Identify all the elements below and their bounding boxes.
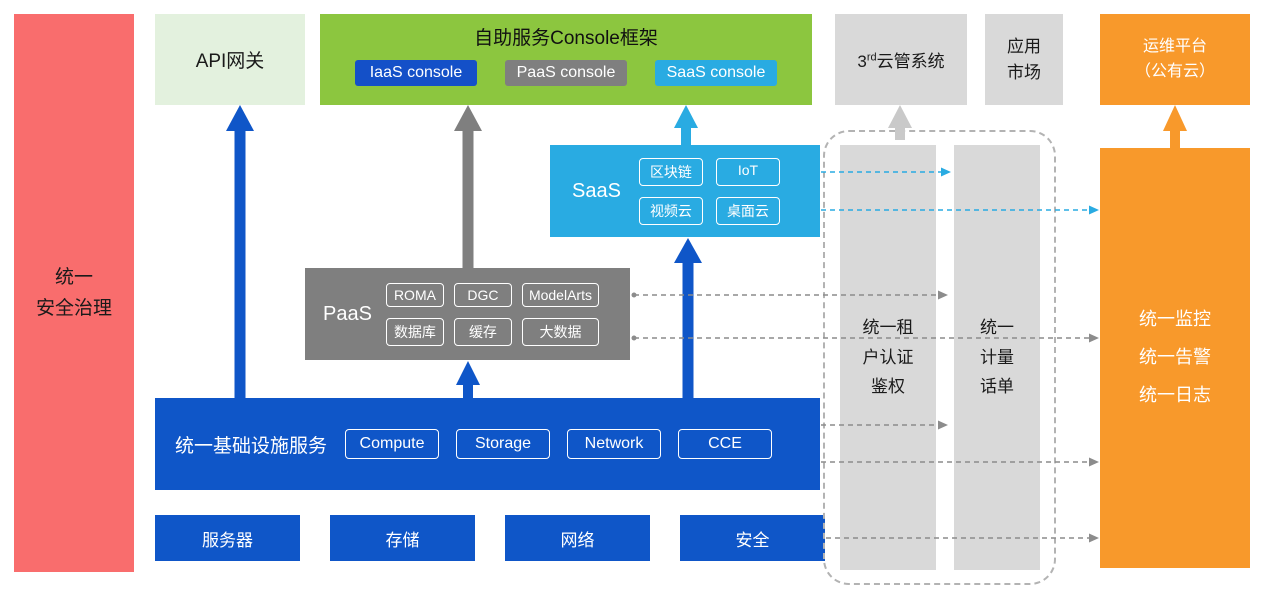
paas-console-button: PaaS console: [505, 60, 627, 86]
paas-service-bigdata: 大数据: [521, 317, 599, 346]
iaas-console-button: IaaS console: [355, 60, 477, 86]
third-party-cloud-label: 3rd云管系统: [857, 47, 944, 72]
ops-platform-box: 运维平台 （公有云）: [1100, 14, 1250, 105]
paas-service-database: 数据库: [385, 317, 444, 346]
shared-services-dashed-frame: [823, 130, 1056, 585]
saas-service-iot: IoT: [715, 157, 780, 186]
hardware-security-box: 安全: [680, 515, 825, 561]
infrastructure-label: 统一基础设施服务: [175, 435, 328, 457]
paas-service-modelarts: ModelArts: [521, 282, 599, 307]
paas-layer-box: PaaS ROMA DGC ModelArts 数据库 缓存 大数据: [305, 268, 630, 360]
security-governance-bar: 统一 安全治理: [14, 14, 134, 572]
saas-layer-box: SaaS 区块链 IoT 视频云 桌面云: [550, 145, 820, 237]
paas-service-dgc: DGC: [453, 282, 512, 307]
hardware-storage-label: 存储: [385, 530, 420, 550]
saas-layer-label: SaaS: [572, 179, 621, 202]
arrow-monitor-to-ops-platform: [1163, 105, 1187, 148]
third-party-superscript: rd: [866, 51, 877, 64]
paas-services-grid: ROMA DGC ModelArts 数据库 缓存 大数据: [385, 282, 599, 346]
hardware-network-label: 网络: [560, 530, 595, 550]
arrow-iaas-to-paas: [456, 361, 480, 398]
infra-service-cce: CCE: [678, 429, 773, 459]
monitoring-alarm-log-label: 统一监控 统一告警 统一日志: [1139, 309, 1211, 405]
monitoring-alarm-log-bar: 统一监控 统一告警 统一日志: [1100, 148, 1250, 568]
arrow-iaas-to-saas: [674, 238, 702, 398]
metering-billing-label: 统一 计量 话单: [980, 317, 1014, 397]
api-gateway-label: API网关: [195, 51, 265, 72]
saas-service-blockchain: 区块链: [638, 157, 703, 186]
paas-layer-label: PaaS: [323, 302, 372, 325]
infrastructure-services-row: Compute Storage Network CCE: [345, 429, 773, 459]
saas-services-grid: 区块链 IoT 视频云 桌面云: [638, 157, 780, 225]
third-party-prefix: 3: [857, 52, 867, 71]
tenant-auth-bar: 统一租 户认证 鉴权: [840, 145, 936, 570]
arrow-paas-to-console: [454, 105, 482, 268]
tenant-auth-label: 统一租 户认证 鉴权: [862, 317, 914, 397]
api-gateway-box: API网关: [155, 14, 305, 105]
app-market-label: 应用 市场: [1007, 37, 1041, 82]
third-party-rest: 云管系统: [876, 52, 945, 71]
app-market-box: 应用 市场: [985, 14, 1063, 105]
hardware-storage-box: 存储: [330, 515, 475, 561]
saas-service-video-cloud: 视频云: [638, 196, 703, 225]
arrow-saas-to-console: [674, 105, 698, 145]
security-governance-label: 统一 安全治理: [35, 266, 112, 319]
infrastructure-layer-box: 统一基础设施服务 Compute Storage Network CCE: [155, 398, 820, 490]
console-buttons-row: IaaS console PaaS console SaaS console: [355, 60, 777, 86]
console-framework-title: 自助服务Console框架: [474, 28, 658, 49]
metering-billing-bar: 统一 计量 话单: [954, 145, 1040, 570]
third-party-cloud-management-box: 3rd云管系统: [835, 14, 967, 105]
saas-service-desktop-cloud: 桌面云: [715, 196, 780, 225]
infra-service-network: Network: [567, 429, 662, 459]
hardware-network-box: 网络: [505, 515, 650, 561]
saas-console-button: SaaS console: [655, 60, 777, 86]
arrow-iaas-to-api-gateway: [226, 105, 254, 398]
console-framework-box: 自助服务Console框架 IaaS console PaaS console …: [320, 14, 812, 105]
hardware-server-box: 服务器: [155, 515, 300, 561]
ops-platform-label: 运维平台 （公有云）: [1134, 37, 1215, 80]
hardware-security-label: 安全: [735, 530, 770, 550]
infra-service-storage: Storage: [456, 429, 551, 459]
hardware-server-label: 服务器: [202, 530, 253, 550]
paas-service-cache: 缓存: [453, 317, 512, 346]
paas-service-roma: ROMA: [385, 282, 444, 307]
infra-service-compute: Compute: [345, 429, 440, 459]
